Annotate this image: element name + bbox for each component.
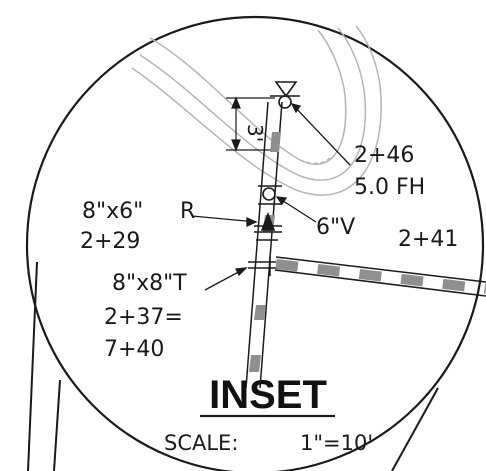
fh-label: 5.0 FH [354,175,425,200]
tee-station-a-label: 2+37= [104,305,183,330]
inset-circle [25,15,485,471]
fire-hydrant-symbol [270,81,300,109]
scale-value: 1"=10' [300,431,373,455]
leader-line-right [391,387,439,471]
branch-pipe [274,256,486,297]
tee-label: 8"x8"T [112,271,187,296]
reducer-station-label: 2+29 [80,229,140,254]
tee-station-b-label: 7+40 [104,337,164,362]
scale-label: SCALE: [164,431,238,455]
station-top-label: 2+46 [354,143,414,168]
leader-arrows [191,103,351,291]
road-curves [131,25,382,196]
reducer-size-label: 8"x6" [82,199,143,224]
reducer-symbol [254,211,282,241]
valve-symbol [258,185,282,205]
dimension-label: 3' [243,124,267,142]
leader-line-left-inner [53,379,61,471]
inset-title: INSET [209,373,327,417]
tee-symbol [248,256,276,276]
reducer-letter-label: R [180,199,195,224]
leader-line-left [27,261,38,471]
station-branch-label: 2+41 [398,227,458,252]
dimension-3ft [226,96,275,152]
pipe-segment [249,355,261,372]
pipe-segment [254,305,266,320]
valve-label: 6"V [316,215,355,240]
pipe-segment [270,132,281,152]
